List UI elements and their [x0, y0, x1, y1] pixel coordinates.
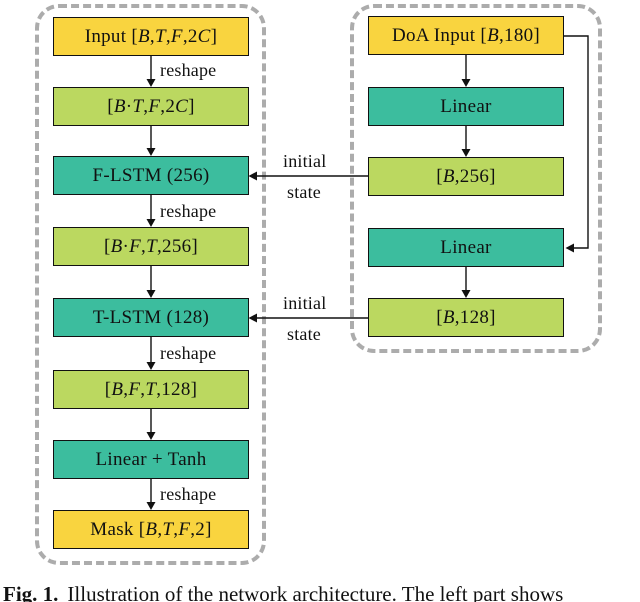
reshape-label-4: reshape [160, 484, 217, 504]
initial-state-2-line1: initial [283, 293, 327, 313]
node-t-lstm: T-LSTM (128) [53, 298, 249, 337]
reshape-label-1: reshape [160, 60, 217, 80]
initial-state-1-line2: state [287, 182, 321, 202]
node-shape-bft128: [B,F,T,128] [53, 370, 249, 409]
node-shape-b128: [B,128] [368, 298, 564, 337]
node-shape-b256: [B,256] [368, 157, 564, 196]
node-linear-2: Linear [368, 228, 564, 267]
node-mask-output: Mask [B,T,F,2] [53, 510, 249, 549]
doa-embedding-group-frame [350, 4, 602, 353]
node-linear-tanh: Linear + Tanh [53, 440, 249, 479]
mask-network-group-frame [35, 4, 266, 565]
node-f-lstm: F-LSTM (256) [53, 156, 249, 195]
reshape-label-3: reshape [160, 343, 217, 363]
node-shape-bft256: [B·F,T,256] [53, 227, 249, 266]
figure-caption: Fig. 1. Illustration of the network archi… [3, 582, 640, 602]
figure-caption-text: Illustration of the network architecture… [67, 582, 564, 602]
reshape-label-2: reshape [160, 201, 217, 221]
initial-state-1-line1: initial [283, 151, 327, 171]
node-linear-1: Linear [368, 87, 564, 126]
figure-caption-label: Fig. 1. [3, 582, 59, 602]
initial-state-2-line2: state [287, 324, 321, 344]
node-doa-input: DoA Input [B,180] [368, 16, 564, 55]
